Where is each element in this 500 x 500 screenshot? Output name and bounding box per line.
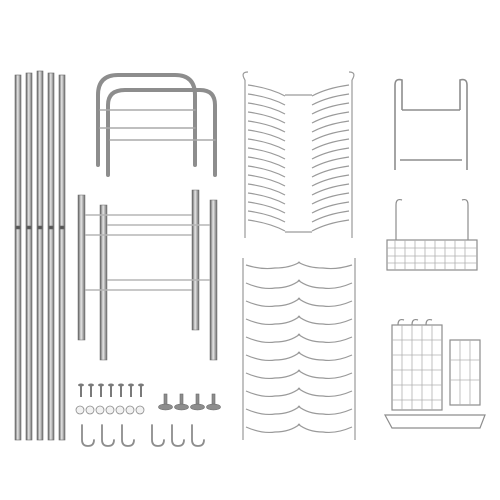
dish-rack-bottom [242,258,356,440]
utensil-drainer [383,318,486,429]
screws [78,383,144,397]
washers [75,405,145,415]
s-hooks [81,424,205,447]
adjustable-feet [158,393,221,411]
leg-frames [77,189,218,361]
hanging-basket [386,198,478,271]
dish-rack-top [242,71,355,238]
hanging-bracket [394,78,468,170]
top-arch-frames [96,73,217,177]
long-support-poles [14,70,66,441]
